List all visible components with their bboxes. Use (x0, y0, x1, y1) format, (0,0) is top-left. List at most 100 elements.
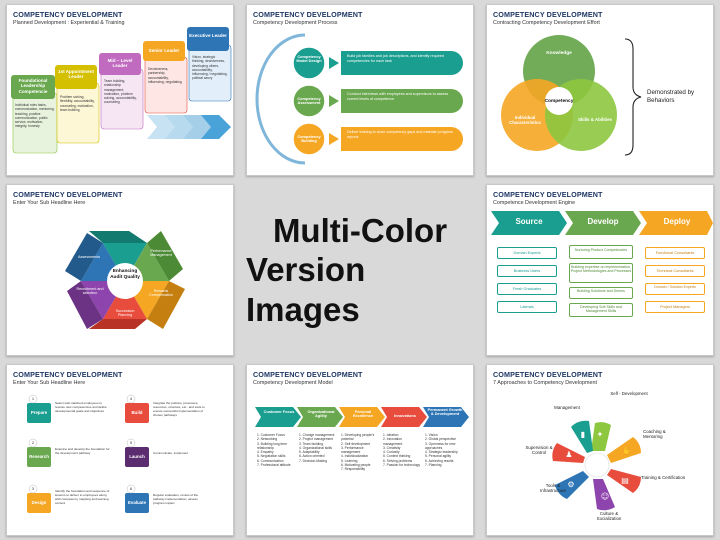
slide-audit-quality[interactable]: COMPETENCY DEVELOPMENT Enter Your Sub He… (6, 184, 234, 356)
slide-title: COMPETENCY DEVELOPMENT (13, 10, 123, 19)
model-list-item: 1. Vision (425, 433, 438, 437)
model-list-item: 4. Curiosity (383, 450, 400, 455)
leaf-icon (591, 422, 611, 451)
model-list-item: 4. Individualization (341, 454, 369, 459)
model-chevrons (255, 407, 469, 427)
step-body-2: Problem solving, flexibility, accountabi… (60, 95, 95, 112)
step-label-1: Foundational Leadership Competencie (18, 78, 48, 94)
approach-label: Self - Development (610, 391, 648, 396)
step-body-5: Vision, strategic thinking, decisiveness… (192, 55, 228, 81)
step-label-4: Senior Leader (148, 48, 180, 53)
deploy-item: Project Managers (645, 301, 705, 313)
model-list-item: 6. Achieving results (425, 458, 454, 463)
model-head: Customer Focus (263, 409, 295, 414)
model-list-item: 1. Ideation (383, 433, 399, 437)
approach-label: Management (554, 405, 580, 410)
model-list-item: 1. Change management (299, 433, 335, 437)
model-list-item: 2. Innovation management (383, 437, 403, 446)
stage-label-3: Competency Building (297, 134, 321, 144)
six-steps-tabs (27, 394, 149, 513)
slide-title: COMPETENCY DEVELOPMENT (13, 370, 123, 379)
stage-label-1: Competency Model Design (296, 54, 322, 64)
slide-planned-development[interactable]: COMPETENCY DEVELOPMENT Planned Developme… (6, 4, 234, 176)
caption-line-1: Multi-Color (272, 211, 448, 249)
step-num: 3 (31, 486, 35, 491)
slide-subtitle: Planned Development : Experiential & Tra… (13, 20, 125, 26)
model-list-item: 4. Empathy (257, 450, 274, 455)
deploy-item: Domain / Solution Experts (645, 283, 705, 295)
model-list-item: 3. Creativity (383, 445, 401, 450)
model-list-item: 3. Openness for new approaches (425, 441, 456, 450)
step-body-3: Team building, relationship management, … (104, 79, 137, 105)
step-label-research: Research (29, 454, 49, 459)
segment-4: Succession Planning (115, 309, 135, 318)
slide-subtitle: Competence Development Engine (493, 200, 576, 206)
deploy-item: Technical Consultants (645, 265, 705, 277)
people-icon: ☺ (601, 492, 609, 501)
model-list-item: 7. Responsibility (341, 467, 366, 472)
slide-development-process[interactable]: COMPETENCY DEVELOPMENT Competency Develo… (246, 4, 474, 176)
stage-body-1: Build job families and job descriptions,… (347, 54, 444, 63)
step-body: Identify the foundation and sequence of … (55, 489, 110, 506)
source-item: Laterals (497, 301, 557, 313)
model-list-item: 7. Professional attitude (257, 462, 291, 467)
step-label-prepare: Prepare (30, 410, 48, 415)
model-list-item: 6. Action oriented (299, 454, 325, 459)
step-num: 5 (129, 440, 133, 445)
certificate-icon: ▤ (621, 476, 629, 485)
column-head-develop: Develop (587, 217, 619, 226)
staircase-diagram (11, 27, 232, 154)
segment-5: Recruitment and selection (76, 287, 104, 296)
model-list-item: 2. Networking (257, 437, 278, 442)
slide-subtitle: Contracting Competency Development Effor… (493, 20, 600, 26)
deploy-item: Functional Consultants (645, 247, 705, 259)
chart-icon: ▮ (581, 430, 585, 439)
approach-label: Culture & Socialization (596, 511, 622, 522)
multi-color-caption: Multi-Color Version Images (246, 184, 474, 356)
thumbs-up-icon: ✋ (622, 445, 632, 455)
segment-1: Professional Development (114, 223, 136, 232)
stage-body-2: Conduct interviews with employees and su… (347, 92, 449, 101)
step-label-evaluate: Evaluate (127, 500, 147, 505)
develop-item: Nurturing Product Competencies (569, 245, 633, 259)
model-head: Organizational Agility (307, 409, 335, 419)
slide-development-model[interactable]: COMPETENCY DEVELOPMENT Competency Develo… (246, 364, 474, 536)
model-list-item: 5. Adaptability (299, 450, 320, 455)
venn-right-label: Skills & Abilities (578, 117, 612, 122)
step-body: Select well-matched employees to receive… (55, 401, 107, 414)
engine-columns-background (491, 211, 713, 235)
model-list-item: 7. Decision-Making (299, 458, 328, 463)
slide-seven-approaches[interactable]: COMPETENCY DEVELOPMENT 7 Approaches to C… (486, 364, 714, 536)
model-head: Personal Excellence (352, 409, 374, 419)
step-label-design: Design (31, 500, 47, 505)
model-list-item: 7. Passion for technology (383, 462, 421, 467)
caption-line-2: Version Images (246, 251, 366, 328)
hexagon-cycle-diagram (65, 231, 185, 329)
slide-title: COMPETENCY DEVELOPMENT (493, 190, 603, 199)
step-body-4: Decisiveness, partnership, accountabilit… (148, 67, 182, 84)
supervision-icon: ♟ (565, 450, 572, 459)
source-item: Domain Experts (497, 247, 557, 259)
step-body-1: Individual roles tasks, communication, m… (15, 103, 55, 129)
segment-6: Assessments (78, 255, 100, 259)
develop-item: Building Solutions and Demos (569, 287, 633, 299)
model-list-item: 2. Project management (299, 437, 334, 442)
arrow-chevrons (147, 115, 231, 139)
slide-title: COMPETENCY DEVELOPMENT (253, 10, 363, 19)
develop-item: Developing Soft Skills and Management Sk… (569, 303, 633, 317)
slide-six-steps[interactable]: COMPETENCY DEVELOPMENT Enter Your Sub He… (6, 364, 234, 536)
approach-label: Tools & Infrastructure (540, 483, 566, 494)
slide-title: COMPETENCY DEVELOPMENT (493, 10, 603, 19)
slide-subtitle: Competency Development Model (253, 380, 333, 386)
column-head-deploy: Deploy (663, 217, 691, 226)
slide-title: COMPETENCY DEVELOPMENT (13, 190, 123, 199)
model-list-item: 2. Global perspective (425, 437, 456, 442)
model-list-item: 1. Developing people's potential (341, 433, 375, 442)
step-body: Examine and develop the foundation for t… (55, 447, 110, 456)
slide-development-engine[interactable]: COMPETENCY DEVELOPMENT Competence Develo… (486, 184, 714, 356)
slide-contracting-effort[interactable]: COMPETENCY DEVELOPMENT Contracting Compe… (486, 4, 714, 176)
model-head: Innovations (394, 413, 416, 418)
